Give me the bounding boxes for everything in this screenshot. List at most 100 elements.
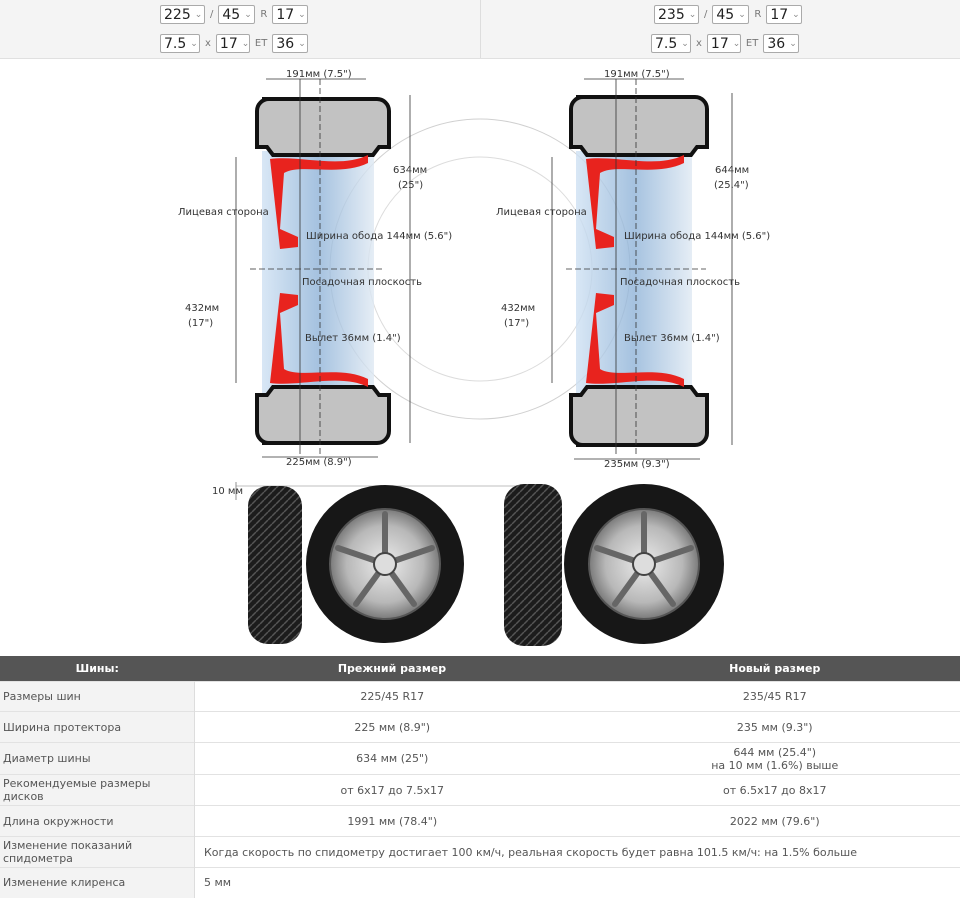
chevron-down-icon: ⌄ bbox=[732, 38, 741, 49]
new-offset-label: Вылет 36мм (1.4") bbox=[624, 333, 720, 344]
old-rim-width-label: 191мм (7.5") bbox=[286, 69, 352, 80]
header-new-size: Новый размер bbox=[589, 656, 960, 682]
new-value-line1: 644 мм (25.4") bbox=[733, 745, 817, 759]
old-value: от 6x17 до 7.5x17 bbox=[194, 774, 590, 806]
old-disk-in-label: (17") bbox=[188, 318, 213, 329]
old-rim-red-lower bbox=[270, 293, 368, 387]
old-profile-select[interactable]: 45⌄ bbox=[218, 5, 256, 24]
clearance-value: 5 мм bbox=[194, 867, 960, 898]
table-row: Рекомендуемые размеры дисков от 6x17 до … bbox=[0, 774, 960, 806]
old-offset-label: Вылет 36мм (1.4") bbox=[305, 333, 401, 344]
old-wheel-hub-icon bbox=[373, 552, 397, 576]
tire-photos: 10 мм bbox=[212, 482, 724, 646]
table-row: Ширина протектора 225 мм (8.9") 235 мм (… bbox=[0, 711, 960, 743]
chevron-down-icon: ⌄ bbox=[194, 9, 203, 20]
new-rim-width-label: 191мм (7.5") bbox=[604, 69, 670, 80]
row-label: Длина окружности bbox=[0, 805, 195, 837]
tire-size-selector-bar: 225⌄ / 45⌄ R 17⌄ 235⌄ / 45⌄ R 17⌄ bbox=[0, 0, 960, 30]
table-row: Диаметр шины 634 мм (25") 644 мм (25.4")… bbox=[0, 742, 960, 775]
old-rim-red-upper bbox=[270, 155, 368, 249]
new-rim-label: Ширина обода 144мм (5.6") bbox=[624, 231, 770, 242]
new-width-select[interactable]: 235⌄ bbox=[654, 5, 699, 24]
old-diameter-select[interactable]: 17⌄ bbox=[272, 5, 309, 24]
old-tire-selectors: 225⌄ / 45⌄ R 17⌄ bbox=[0, 0, 479, 29]
old-offset-select[interactable]: 36⌄ bbox=[272, 34, 309, 53]
old-rim-label: Ширина обода 144мм (5.6") bbox=[306, 231, 452, 242]
new-disk-label: 432мм bbox=[501, 303, 535, 314]
chevron-down-icon: ⌄ bbox=[681, 38, 689, 49]
table-row: Изменение показаний спидометра Когда ско… bbox=[0, 836, 960, 868]
et-separator: ET bbox=[254, 38, 268, 49]
new-diameter-select[interactable]: 17⌄ bbox=[766, 5, 803, 24]
old-value: 225/45 R17 bbox=[194, 681, 590, 712]
old-rim-diameter-select[interactable]: 17⌄ bbox=[215, 34, 250, 53]
chevron-down-icon: ⌄ bbox=[792, 9, 800, 20]
old-height-label: 634мм bbox=[393, 165, 427, 176]
table-header-row: Шины: Прежний размер Новый размер bbox=[0, 656, 960, 682]
new-tire-tread-view bbox=[504, 484, 562, 646]
new-wheel-hub-icon bbox=[632, 552, 656, 576]
new-rim-width-select[interactable]: 7.5⌄ bbox=[651, 34, 691, 53]
chevron-down-icon: ⌄ bbox=[738, 9, 746, 20]
tire-cross-section-diagram: 191мм (7.5") 634мм (25") Лицевая сторона… bbox=[178, 69, 770, 470]
row-label: Ширина протектора bbox=[0, 711, 195, 743]
new-tire-photo bbox=[504, 484, 724, 646]
old-seat-label: Посадочная плоскость bbox=[302, 277, 422, 288]
height-diff-label: 10 мм bbox=[212, 486, 243, 497]
new-tire-upper bbox=[569, 95, 709, 157]
new-value: от 6.5x17 до 8x17 bbox=[589, 774, 960, 806]
new-disk-in-label: (17") bbox=[504, 318, 529, 329]
old-tread-label: 225мм (8.9") bbox=[286, 457, 352, 468]
old-value: 1991 мм (78.4") bbox=[194, 805, 590, 837]
old-tire-photo bbox=[248, 485, 464, 644]
old-disk-label: 432мм bbox=[185, 303, 219, 314]
new-tire-section: 191мм (7.5") 644мм (25.4") Лицевая сторо… bbox=[496, 69, 770, 470]
chevron-down-icon: ⌄ bbox=[241, 38, 250, 49]
rim-size-selector-bar: 7.5⌄ x 17⌄ ET 36⌄ 7.5⌄ x 17⌄ ET 36⌄ bbox=[0, 29, 960, 59]
new-rim-diameter-select[interactable]: 17⌄ bbox=[706, 34, 741, 53]
speedo-value: Когда скорость по спидометру достигает 1… bbox=[194, 836, 960, 868]
chevron-down-icon: ⌄ bbox=[298, 38, 306, 49]
new-tire-selectors: 235⌄ / 45⌄ R 17⌄ bbox=[480, 0, 960, 29]
new-value: 235 мм (9.3") bbox=[589, 711, 960, 743]
chevron-down-icon: ⌄ bbox=[298, 9, 306, 20]
new-rim-red-upper bbox=[586, 155, 684, 249]
new-seat-label: Посадочная плоскость bbox=[620, 277, 740, 288]
table-row: Размеры шин 225/45 R17 235/45 R17 bbox=[0, 681, 960, 712]
new-value: 644 мм (25.4")на 10 мм (1.6%) выше bbox=[589, 742, 960, 775]
old-rim-width-select[interactable]: 7.5⌄ bbox=[160, 34, 200, 53]
comparison-table: Шины: Прежний размер Новый размер Размер… bbox=[0, 656, 960, 898]
header-tires: Шины: bbox=[0, 656, 195, 682]
chevron-down-icon: ⌄ bbox=[190, 38, 198, 49]
clearance-label: Изменение клиренса bbox=[0, 867, 195, 898]
old-tire-section: 191мм (7.5") 634мм (25") Лицевая сторона… bbox=[178, 69, 452, 468]
new-rim-red-lower bbox=[586, 293, 684, 387]
row-label: Рекомендуемые размеры дисков bbox=[0, 774, 195, 806]
slash-separator: / bbox=[210, 9, 214, 20]
old-height-in-label: (25") bbox=[398, 180, 423, 191]
new-profile-select[interactable]: 45⌄ bbox=[712, 5, 750, 24]
x-separator: x bbox=[205, 38, 211, 49]
new-offset-select[interactable]: 36⌄ bbox=[763, 34, 800, 53]
old-face-label: Лицевая сторона bbox=[178, 207, 269, 218]
x-separator: x bbox=[696, 38, 702, 49]
chevron-down-icon: ⌄ bbox=[244, 9, 252, 20]
r-separator: R bbox=[754, 9, 762, 20]
et-separator: ET bbox=[745, 38, 759, 49]
new-value: 2022 мм (79.6") bbox=[589, 805, 960, 837]
new-tread-label: 235мм (9.3") bbox=[604, 459, 670, 470]
new-height-in-label: (25.4") bbox=[714, 180, 749, 191]
old-tire-tread-view bbox=[248, 486, 302, 644]
table-row: Длина окружности 1991 мм (78.4") 2022 мм… bbox=[0, 805, 960, 837]
chevron-down-icon: ⌄ bbox=[688, 9, 697, 20]
new-value-line2: на 10 мм (1.6%) выше bbox=[711, 758, 839, 772]
row-label: Диаметр шины bbox=[0, 742, 195, 775]
old-width-select[interactable]: 225⌄ bbox=[160, 5, 205, 24]
speedo-label: Изменение показаний спидометра bbox=[0, 836, 195, 868]
old-value: 225 мм (8.9") bbox=[194, 711, 590, 743]
old-rim-selectors: 7.5⌄ x 17⌄ ET 36⌄ bbox=[0, 29, 479, 58]
r-separator: R bbox=[260, 9, 268, 20]
slash-separator: / bbox=[704, 9, 708, 20]
row-label: Размеры шин bbox=[0, 681, 195, 712]
new-value: 235/45 R17 bbox=[589, 681, 960, 712]
